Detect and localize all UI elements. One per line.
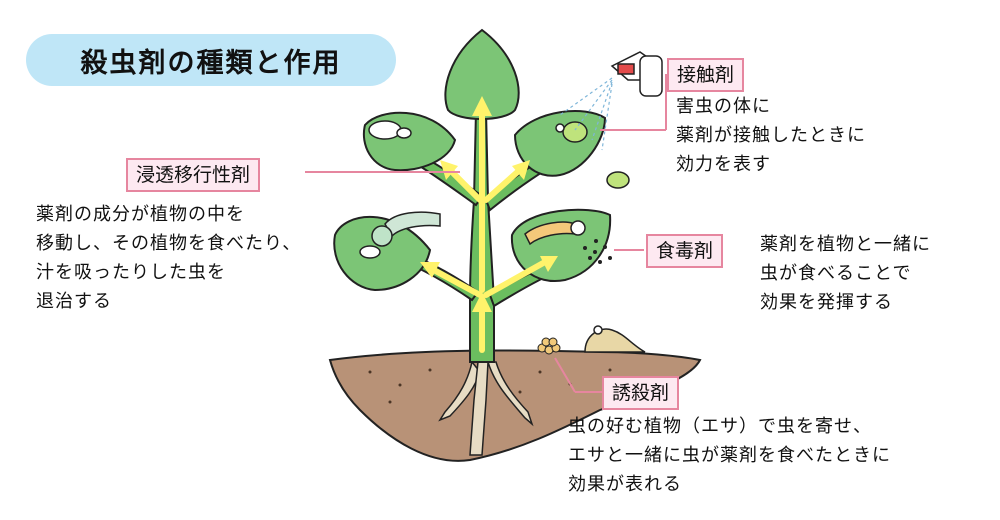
label-contact-text: 接触剤	[677, 64, 735, 86]
desc-contact-line-3: 効力を表す	[676, 154, 771, 175]
desc-systemic: 薬剤の成分が植物の中を 移動し、その植物を食べたり、 汁を吸ったりした虫を 退治…	[36, 200, 301, 316]
falling-aphid	[606, 171, 630, 189]
desc-systemic-line-2: 移動し、その植物を食べたり、	[36, 233, 302, 254]
arrow-heads	[420, 96, 558, 312]
leaf-lower-left	[333, 216, 432, 292]
label-stomach: 食毒剤	[646, 234, 724, 268]
aphid-on-leaf	[555, 121, 588, 143]
desc-bait-line-3: 効果が表れる	[568, 474, 682, 495]
page-title: 殺虫剤の種類と作用	[80, 47, 342, 79]
slug	[584, 325, 646, 353]
label-bait: 誘殺剤	[602, 376, 680, 410]
label-bait-text: 誘殺剤	[612, 382, 670, 404]
desc-stomach-line-2: 虫が食べることで	[760, 263, 912, 284]
spray-mist	[559, 77, 613, 151]
desc-systemic-line-4: 退治する	[36, 291, 112, 312]
connector-lines	[305, 74, 667, 393]
desc-bait-line-1: 虫の好む植物（エサ）で虫を寄せ、	[568, 416, 872, 437]
label-contact: 接触剤	[667, 58, 745, 92]
desc-stomach: 薬剤を植物と一緒に 虫が食べることで 効果を発揮する	[760, 230, 931, 317]
systemic-arrows	[427, 112, 548, 353]
desc-contact-line-2: 薬剤が接触したときに	[676, 125, 866, 146]
caterpillar-left	[359, 211, 441, 259]
desc-stomach-line-3: 効果を発揮する	[760, 292, 893, 313]
label-stomach-text: 食毒剤	[656, 240, 714, 262]
desc-systemic-line-3: 汁を吸ったりした虫を	[36, 262, 226, 283]
label-systemic: 浸透移行性剤	[126, 158, 261, 192]
spray-bottle	[610, 51, 663, 97]
caterpillar-right	[524, 220, 586, 246]
desc-bait: 虫の好む植物（エサ）で虫を寄せ、 エサと一緒に虫が薬剤を食べたときに 効果が表れ…	[568, 412, 891, 499]
title-banner: 殺虫剤の種類と作用	[26, 34, 396, 86]
bait-pellets	[537, 337, 561, 355]
pellet-dots	[583, 239, 612, 264]
desc-bait-line-2: エサと一緒に虫が薬剤を食べたときに	[568, 445, 891, 466]
desc-contact-line-1: 害虫の体に	[676, 96, 771, 117]
fly-on-leaf	[368, 120, 412, 140]
desc-contact: 害虫の体に 薬剤が接触したときに 効力を表す	[676, 92, 866, 179]
desc-stomach-line-1: 薬剤を植物と一緒に	[760, 234, 931, 255]
label-systemic-text: 浸透移行性剤	[136, 164, 251, 186]
leaf-top	[444, 28, 520, 120]
leaf-upper-right	[513, 110, 607, 177]
desc-systemic-line-1: 薬剤の成分が植物の中を	[36, 204, 245, 225]
